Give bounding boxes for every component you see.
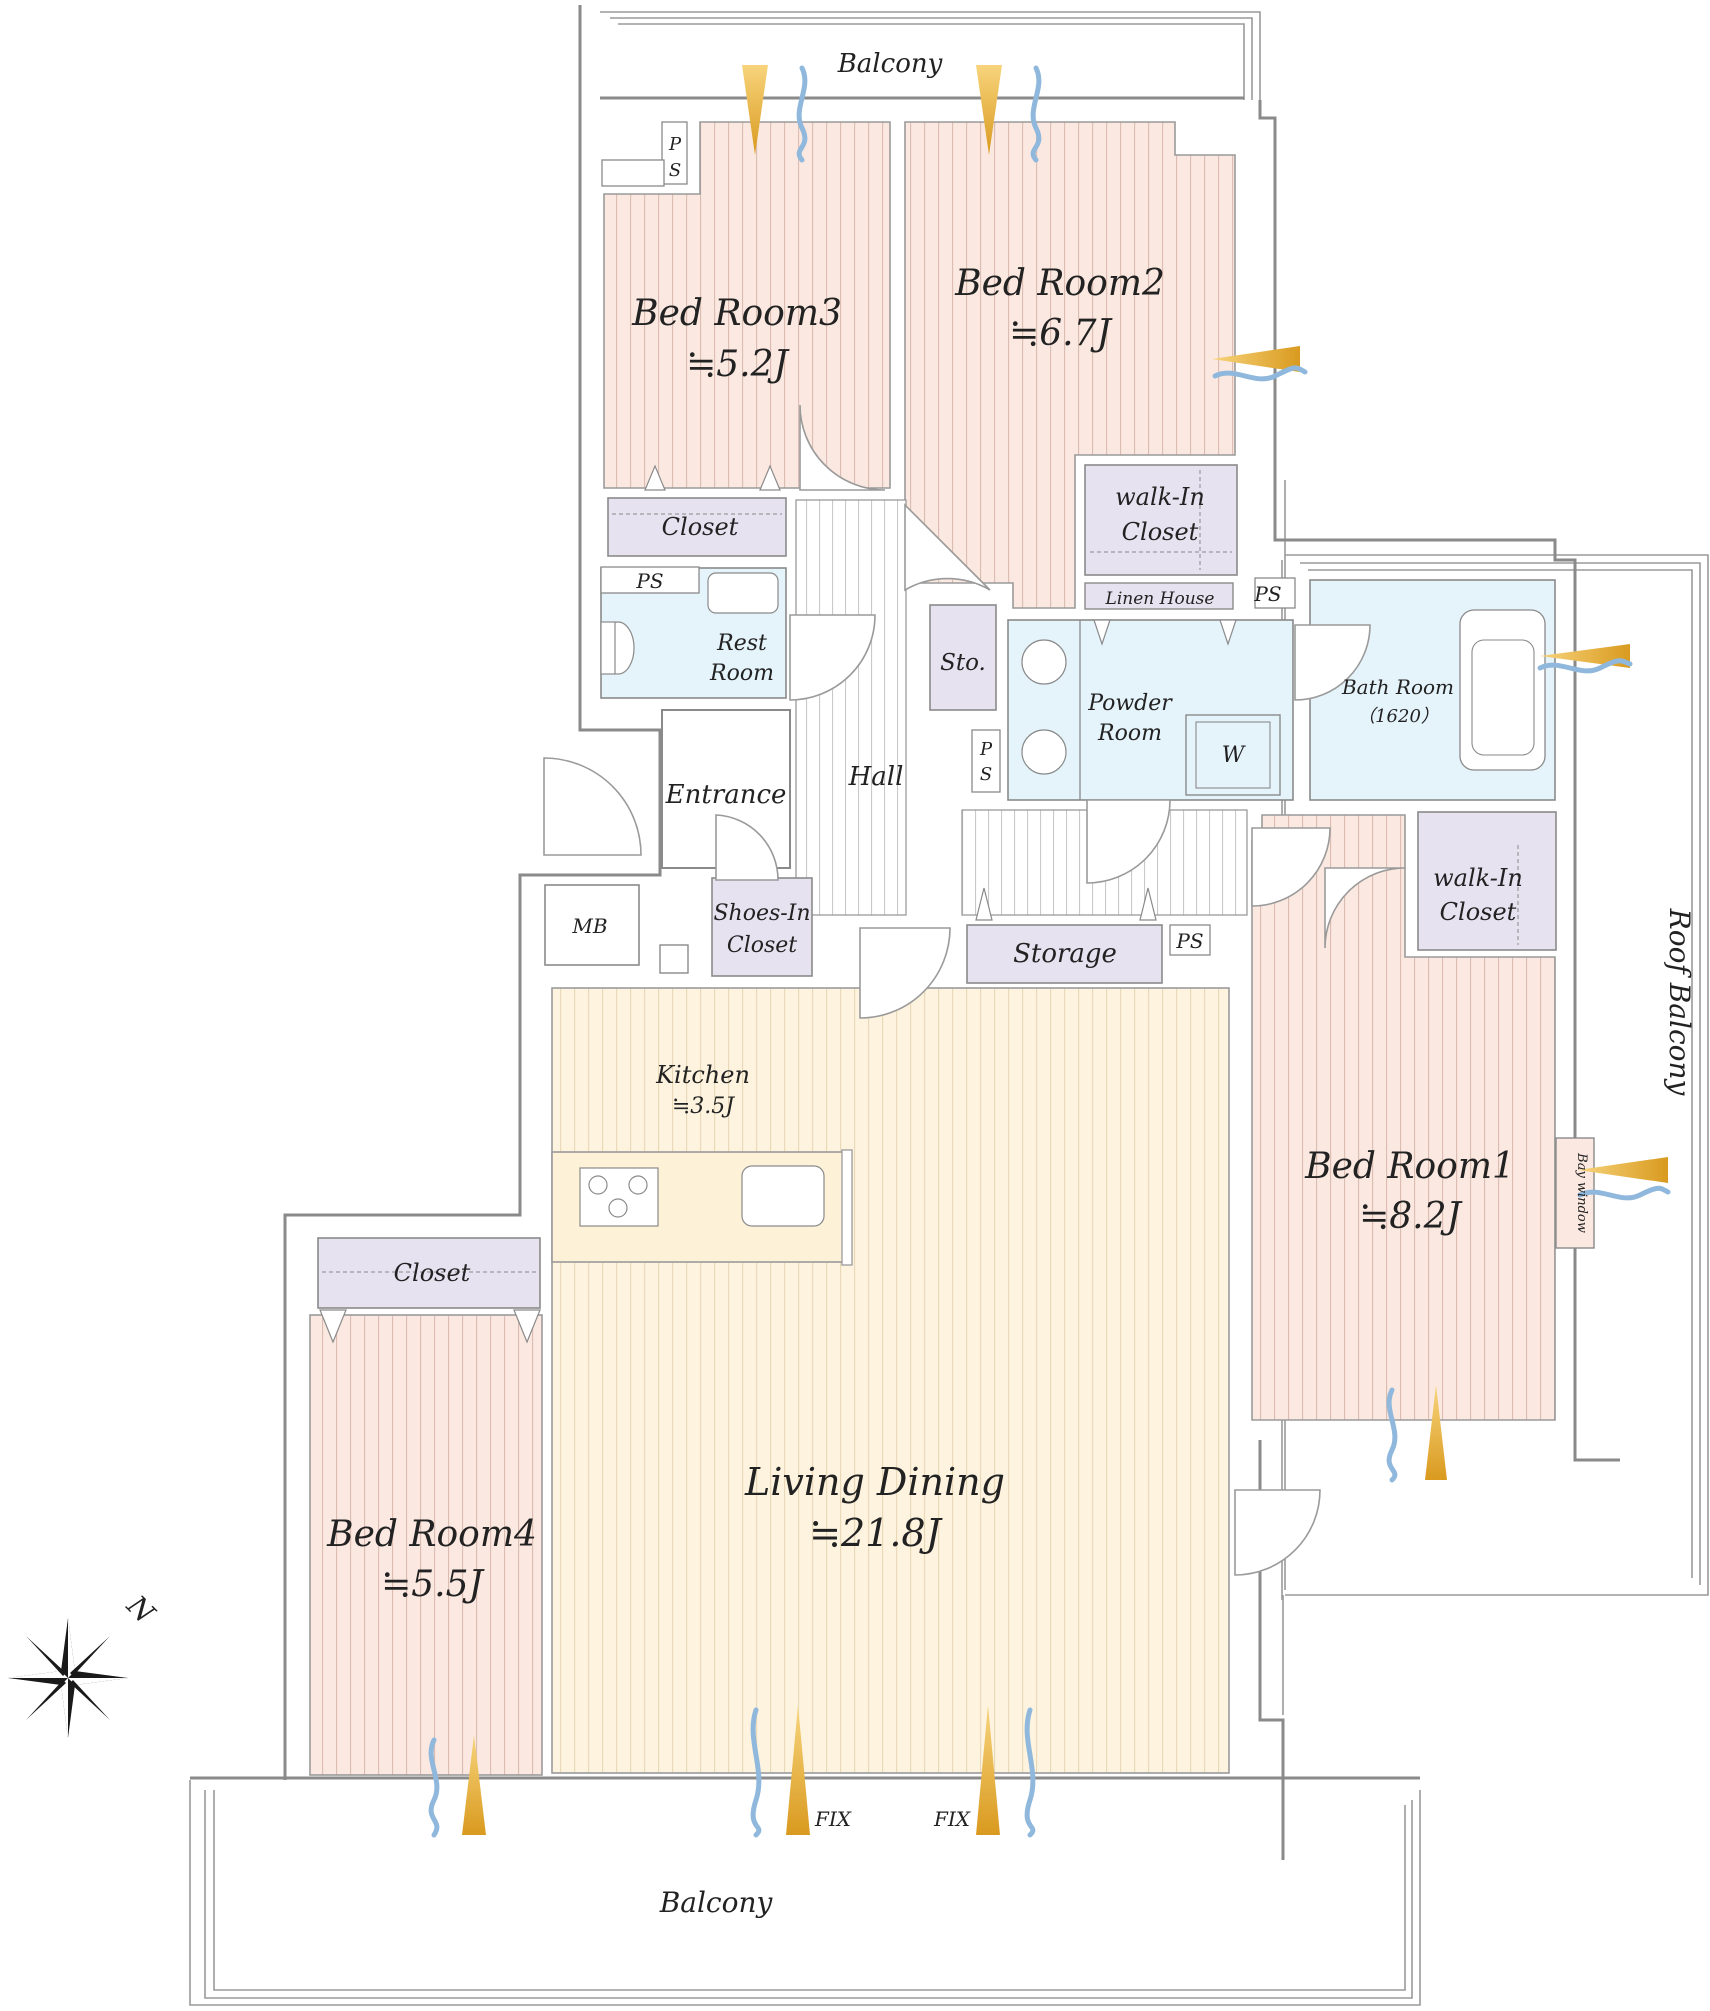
wind-icon [428,1737,440,1838]
linen-house [1084,582,1234,610]
wic-bed2-label-2: Closet [1122,518,1199,546]
wind-icon [1577,1185,1671,1201]
bed-room-3 [603,121,891,489]
sink-icon [741,1165,825,1227]
ps-label-bed3-p: P [668,134,682,155]
bed-room-2-name: Bed Room2 [954,263,1165,304]
living-dining-size: ≒21.8J [809,1511,942,1555]
wic-bed1-label-1: walk-In [1433,864,1523,892]
sun-arrow-icon [742,65,768,155]
compass-rose-icon [8,1618,128,1738]
hall [795,499,1248,916]
pipe-space-boxes [600,121,1296,956]
wind-icon [1024,1707,1036,1838]
wind-icon [1030,65,1042,163]
rest-room-label-1: Rest [716,631,767,656]
closet-bed3 [607,464,787,557]
sun-arrow-icon [976,65,1002,155]
bed-room-1-size: ≒8.2J [1359,1196,1463,1237]
wind-icon [1212,365,1308,382]
closet-bed3-label: Closet [662,513,739,541]
top-balcony-label: Balcony [837,49,943,79]
sun-arrow-icon [976,1705,1000,1835]
ps-label-bath: PS [1253,582,1281,606]
rest-room-label-2: Room [709,661,774,686]
wind-icon [1386,1387,1398,1483]
sun-arrow-icon [1212,346,1300,372]
bed-room-3-name: Bed Room3 [631,293,842,334]
fix-window-label: FIX [814,1807,852,1831]
bath-room-label-1: Bath Room [1341,675,1454,699]
sun-arrow-icon [1425,1385,1447,1480]
closet-bed4-label: Closet [394,1259,471,1287]
wind-arrows [428,65,1671,1838]
basin-icon [1021,639,1067,685]
bed-room-4-size: ≒5.5J [381,1564,485,1605]
sun-arrow-icon [786,1705,810,1835]
shoes-closet-label-1: Shoes-In [713,901,810,926]
bed-room-4-name: Bed Room4 [326,1514,537,1555]
powder-room-label-2: Room [1097,721,1162,746]
ps-label-hall-s: S [980,764,992,785]
bottom-balcony [189,1776,1421,2006]
roof-balcony-label: Roof Balcony [1663,908,1696,1097]
bathtub-icon [1459,609,1546,771]
kitchen-counter [551,1149,853,1266]
wind-icon [750,1707,762,1838]
fix-window-label: FIX [933,1807,971,1831]
meter-box-label: MB [571,914,607,938]
ps-label-bed3-s: S [669,160,681,181]
ps-label-storage: PS [1175,929,1203,953]
burner-icon [608,1198,628,1218]
compass-north-label: N [120,1588,162,1630]
bed-room-4 [309,1314,543,1776]
bed-room-2-size: ≒6.7J [1009,313,1113,354]
ps-label-hall-p: P [979,739,993,760]
bay-window-label: Bay window [1574,1152,1589,1233]
sun-arrow-icon [1578,1157,1668,1183]
powder-room-label-1: Powder [1087,691,1173,716]
shoes-in-closet [711,814,813,977]
hall-label: Hall [848,762,904,792]
washer-label: W [1222,743,1247,768]
bed-room-3-size: ≒5.2J [686,344,790,385]
sink-icon [707,572,779,614]
wic-bed2-label-1: walk-In [1115,483,1205,511]
ps-label-restroom: PS [635,569,663,593]
kitchen-size: ≒3.5J [672,1094,735,1119]
linen-house-label: Linen House [1105,589,1215,609]
small-storage-label: Sto. [940,650,986,676]
burner-icon [588,1175,608,1195]
sun-arrows [462,65,1668,1835]
basin-icon [1021,729,1067,775]
storage-label: Storage [1013,939,1117,969]
entrance-door [543,757,642,856]
doors [789,404,1406,1576]
wind-icon [796,65,808,163]
bed-room-1-name: Bed Room1 [1304,1146,1515,1187]
wind-icon [1537,658,1633,674]
entrance-label: Entrance [665,780,787,810]
storage [966,887,1163,984]
bottom-balcony-label: Balcony [659,1886,774,1919]
walk-in-closet-bed1 [1417,811,1557,951]
bath-room-label-2: （1620） [1357,706,1439,727]
walk-in-closet-bed2 [1084,464,1238,576]
sun-arrow-icon [462,1735,486,1835]
closet-bed4 [317,1237,541,1344]
meter-box [544,884,689,974]
living-dining-name: Living Dining [744,1460,1005,1504]
shoes-closet-label-2: Closet [727,933,797,958]
kitchen-name: Kitchen [655,1061,750,1089]
small-storage [929,604,997,711]
burner-icon [628,1175,648,1195]
living-dining [551,987,1230,1774]
powder-room [1007,619,1294,801]
wic-bed1-label-2: Closet [1440,898,1517,926]
bath-room [1294,579,1556,801]
